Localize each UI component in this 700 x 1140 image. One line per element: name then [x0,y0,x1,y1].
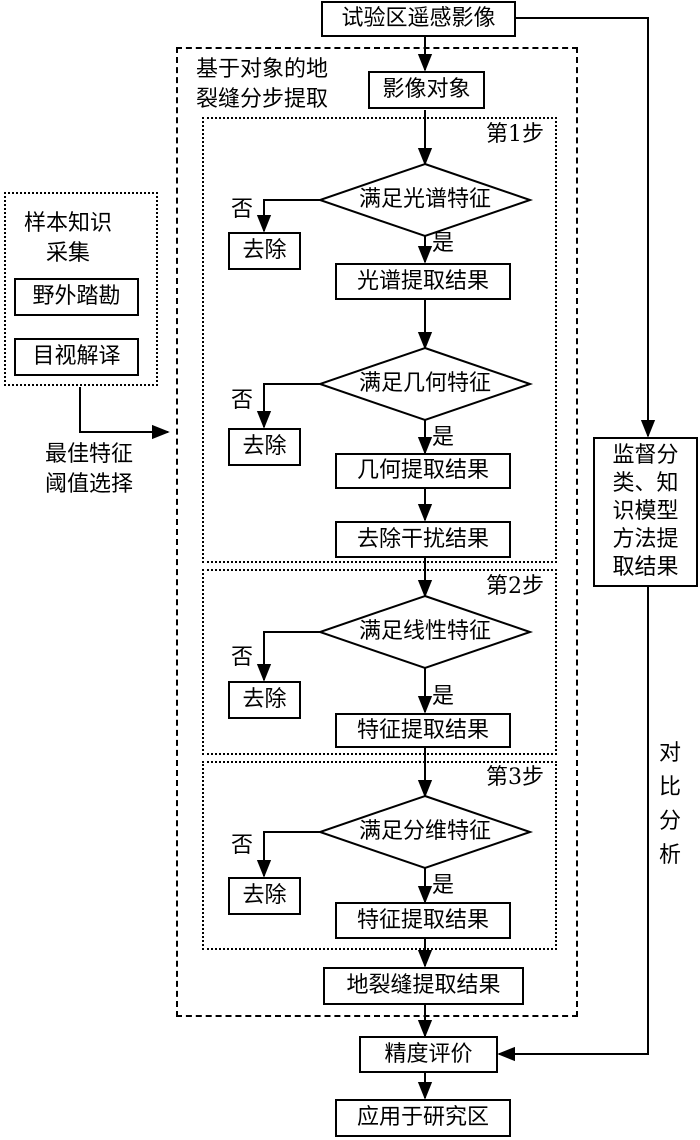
remove-box-2: 去除 [228,428,301,466]
remove-box-1: 去除 [228,232,301,270]
spectral-result-box: 光谱提取结果 [335,263,511,300]
compare-char-4: 析 [658,843,681,868]
compare-char-1: 对 [658,741,681,766]
step-label-1: 第1步 [486,122,544,147]
no-label-3: 否 [231,645,254,670]
arrow-no-2 [256,383,320,429]
condition-geometry: 满足几何特征 [358,371,492,396]
compare-char-2: 比 [658,775,681,800]
supervised-line-2: 类、知 [612,471,679,496]
feature-result-box-step3: 特征提取结果 [335,902,511,939]
arrow-no-1 [256,199,320,233]
final-result-box: 地裂缝提取结果 [323,967,524,1005]
supervised-line-5: 取结果 [612,555,679,580]
arrow-no-3 [256,631,320,682]
object-group-title-line1: 基于对象的地 [196,57,329,82]
yes-label-3: 是 [432,684,455,709]
arrow-compare [497,586,649,1062]
condition-spectral: 满足光谱特征 [358,187,492,212]
condition-linear: 满足线性特征 [358,619,492,644]
arrow-top-to-supervised [515,17,656,438]
accuracy-evaluation-box: 精度评价 [359,1036,498,1073]
threshold-label-line1: 最佳特征 [45,442,134,467]
decision-linear [316,594,534,670]
supervised-result-box: 监督分 类、知 识模型 方法提 取结果 [593,437,698,587]
field-survey-box: 野外踏勘 [14,278,139,316]
no-label-2: 否 [231,388,254,413]
no-label-4: 否 [231,833,254,858]
sample-knowledge-group [4,192,158,386]
threshold-label-line2: 阈值选择 [45,472,134,497]
yes-label-1: 是 [432,231,455,256]
decision-spectral [316,162,534,238]
compare-char-3: 分 [658,809,681,834]
sample-knowledge-title-line2: 采集 [46,241,91,266]
object-extraction-group [176,47,578,1017]
yes-label-4: 是 [432,873,455,898]
step3-group [202,761,557,950]
step2-group [202,569,557,755]
no-label-1: 否 [231,197,254,222]
feature-result-box-step2: 特征提取结果 [335,713,511,748]
step-label-3: 第3步 [486,765,544,790]
sample-knowledge-title-line1: 样本知识 [24,211,113,236]
supervised-line-3: 识模型 [612,499,679,524]
image-object-box: 影像对象 [368,71,485,109]
decision-fractal [316,794,534,870]
visual-interpretation-box: 目视解译 [14,338,139,376]
remove-box-4: 去除 [228,877,301,915]
object-group-title-line2: 裂缝分步提取 [196,87,329,112]
decision-geometry [316,346,534,422]
denoise-result-box: 去除干扰结果 [335,521,511,558]
supervised-line-4: 方法提 [612,527,679,552]
remove-box-3: 去除 [228,681,301,719]
supervised-line-1: 监督分 [612,443,679,468]
yes-label-2: 是 [432,425,455,450]
arrow-no-4 [256,831,320,878]
step1-group [202,117,557,563]
step-label-2: 第2步 [486,574,544,599]
remote-sensing-image-box: 试验区遥感影像 [321,1,516,37]
geometry-result-box: 几何提取结果 [335,453,511,489]
condition-fractal: 满足分维特征 [358,819,492,844]
arrow-threshold [79,387,170,440]
apply-study-area-box: 应用于研究区 [335,1099,511,1137]
